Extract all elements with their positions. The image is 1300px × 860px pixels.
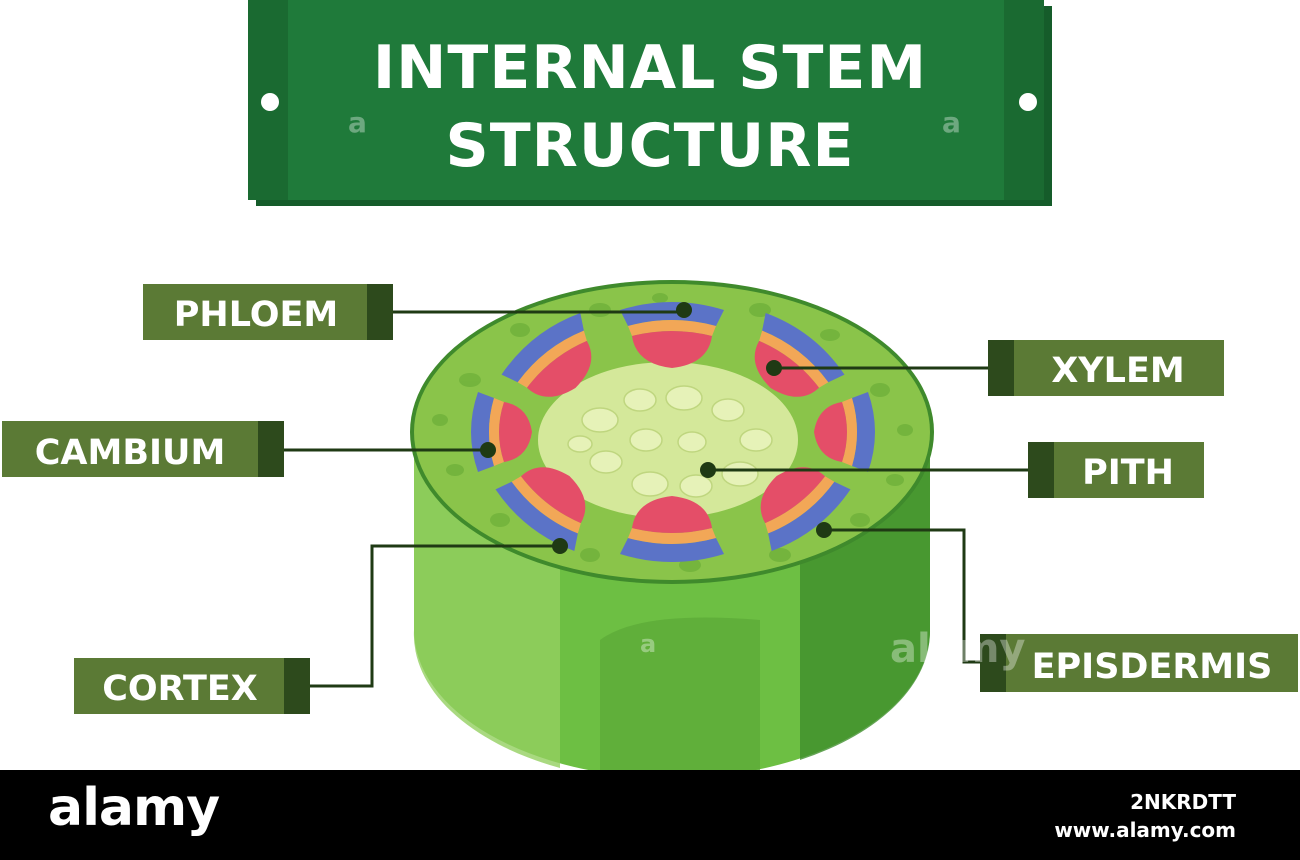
watermark-image-id: 2NKRDTT	[1130, 790, 1236, 814]
leader-epidermis	[824, 528, 980, 664]
label-pith-text: PITH	[1082, 453, 1174, 493]
vascular-bundle	[620, 496, 724, 562]
label-cambium: CAMBIUM	[2, 421, 284, 477]
watermark-mark: a	[640, 630, 656, 658]
title-banner: INTERNAL STEM STRUCTURE a a	[248, 0, 1052, 206]
label-xylem-text: XYLEM	[1051, 351, 1184, 391]
label-xylem: XYLEM	[988, 340, 1224, 396]
pin-hole-left	[261, 93, 279, 111]
dot-xylem	[766, 360, 782, 376]
dot-cambium	[480, 442, 496, 458]
label-phloem: PHLOEM	[143, 284, 393, 340]
label-cortex: CORTEX	[74, 658, 310, 714]
label-cambium-text: CAMBIUM	[35, 433, 226, 473]
watermark-logo: alamy	[890, 626, 1025, 672]
dot-pith	[700, 462, 716, 478]
vascular-bundle	[620, 302, 724, 368]
watermark-footer: alamy 2NKRDTT www.alamy.com	[0, 770, 1300, 860]
leader-dots	[480, 302, 832, 554]
pin-hole-right	[1019, 93, 1037, 111]
dot-cortex	[552, 538, 568, 554]
title-line-2: STRUCTURE	[446, 111, 855, 181]
label-epidermis-text: EPISDERMIS	[1032, 647, 1273, 687]
cross-section	[432, 293, 913, 572]
watermark-footer-logo: alamy	[48, 778, 220, 838]
pith-cells	[567, 385, 773, 498]
watermark-url: www.alamy.com	[1054, 818, 1236, 842]
stem-diagram: INTERNAL STEM STRUCTURE a a	[2, 0, 1298, 770]
vascular-bundle	[501, 313, 592, 397]
label-phloem-text: PHLOEM	[174, 295, 339, 335]
dot-epidermis	[816, 522, 832, 538]
leader-lines	[284, 310, 1030, 688]
label-epidermis: EPISDERMIS	[980, 634, 1298, 692]
vascular-bundles	[471, 302, 875, 562]
label-pith: PITH	[1028, 442, 1204, 498]
vascular-bundle	[760, 467, 851, 551]
watermark-mark: a	[348, 106, 367, 139]
vascular-bundle	[495, 467, 586, 551]
vascular-bundle	[814, 392, 875, 472]
dot-phloem	[676, 302, 692, 318]
title-line-1: INTERNAL STEM	[373, 33, 927, 103]
leader-cortex	[308, 544, 558, 688]
label-cortex-text: CORTEX	[102, 669, 258, 709]
watermark-mark: a	[942, 106, 961, 139]
